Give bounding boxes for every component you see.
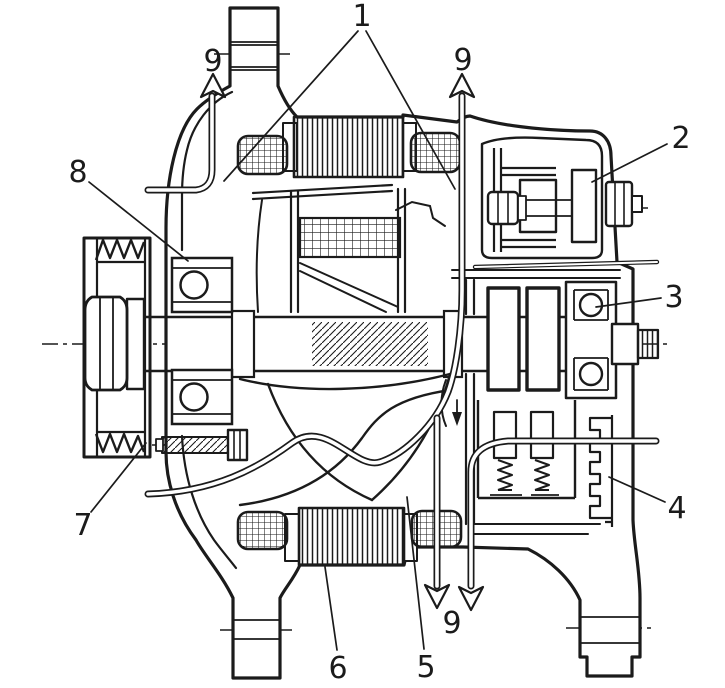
airflow-tube-top-left — [144, 92, 216, 194]
rear-bearing — [564, 280, 618, 400]
shaft-nut — [83, 295, 146, 392]
leader-3 — [595, 297, 662, 308]
brush-spring-2 — [534, 459, 550, 491]
callout-label-4: 4 — [667, 491, 686, 526]
stator-end-winding-top-left — [236, 134, 289, 176]
pulley-groove-teeth-top — [94, 238, 146, 261]
internal-flow-arrow — [452, 412, 462, 426]
brush-2 — [529, 410, 555, 460]
leader-6 — [324, 566, 338, 651]
rotor-field-winding — [298, 216, 402, 259]
callout-label-3: 3 — [664, 280, 683, 315]
callout-label-9-top-left: 9 — [203, 44, 222, 79]
callout-label-1: 1 — [352, 0, 371, 34]
field-winding-lead-wire — [395, 200, 446, 227]
shaft-spline-hatch — [312, 322, 428, 366]
shaft-end-tip — [636, 328, 660, 360]
ear-bolt-nut-left — [486, 190, 520, 226]
leader-lines — [88, 30, 668, 651]
stator-core-bottom — [297, 506, 406, 567]
rotor-assembly — [238, 183, 462, 507]
shaft-end-seat — [610, 322, 640, 366]
bottom-right-foot — [580, 616, 640, 644]
airflow-arrowhead-up-left-icon — [199, 72, 227, 99]
airflow-arrowhead-down-right-icon — [457, 585, 485, 612]
airflow-arrowhead-down-left-icon — [423, 583, 451, 610]
slip-ring-1 — [486, 286, 521, 392]
callout-label-8: 8 — [68, 155, 87, 190]
leader-7 — [90, 442, 147, 513]
callout-label-9-top-right: 9 — [453, 43, 472, 78]
callout-label-9-bottom: 9 — [442, 606, 461, 641]
front-bearing — [170, 256, 234, 426]
stator-assembly — [236, 115, 463, 567]
front-bearing-ball-bottom — [179, 382, 209, 412]
output-lead — [472, 259, 660, 270]
callout-label-7: 7 — [73, 508, 92, 543]
mounting-lugs — [230, 41, 640, 644]
slip-ring-end-module — [472, 259, 660, 527]
ear-bolt-nut-right — [604, 180, 634, 228]
brush-1 — [492, 410, 518, 460]
leader-8 — [88, 181, 189, 262]
rear-bearing-ball-bottom — [578, 361, 604, 387]
top-mounting-lug — [230, 41, 278, 71]
slip-ring-2 — [525, 286, 561, 392]
callout-label-2: 2 — [671, 121, 690, 156]
airflow-tube-bottom-right — [467, 437, 660, 590]
airflow-tubes — [144, 72, 660, 612]
callout-label-5: 5 — [416, 650, 435, 685]
brush-spring-1 — [497, 459, 513, 491]
callout-label-6: 6 — [328, 651, 347, 686]
bottom-left-foot — [233, 619, 280, 640]
pulley-groove-teeth-bottom — [94, 432, 146, 454]
airflow-arrowhead-up-right-icon — [448, 72, 476, 99]
ear-bolt-stud-tip — [631, 195, 643, 213]
front-bearing-ball-top — [179, 270, 209, 300]
stator-core-top — [292, 115, 405, 179]
leader-1-right — [365, 30, 456, 190]
stator-end-winding-bottom-left — [236, 510, 289, 551]
airflow-tube-top-right — [144, 92, 466, 498]
rear-mounting-ear — [486, 148, 643, 252]
leader-2 — [591, 143, 668, 183]
leader-5 — [406, 496, 425, 650]
leader-4 — [608, 476, 666, 503]
heat-sink-fins — [588, 415, 614, 527]
rear-bearing-ball-top — [578, 292, 604, 318]
stator-end-winding-top-right — [409, 131, 462, 174]
through-bolt — [155, 428, 249, 462]
leader-1-left — [223, 30, 359, 182]
